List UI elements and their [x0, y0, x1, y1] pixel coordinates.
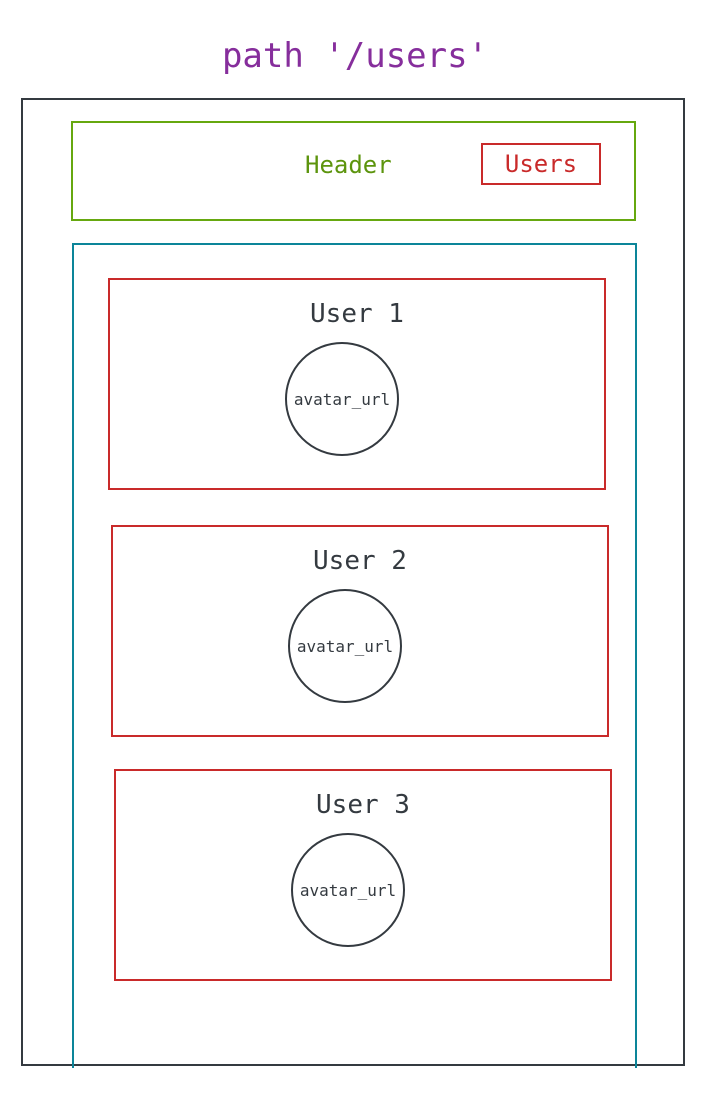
page-frame: [21, 98, 685, 1066]
avatar: avatar_url: [288, 589, 402, 703]
avatar: avatar_url: [291, 833, 405, 947]
header-box: [71, 121, 636, 221]
users-nav-link-label: Users: [504, 150, 578, 178]
avatar-label: avatar_url: [296, 636, 394, 656]
route-path-title: path '/users': [221, 36, 489, 76]
user-card[interactable]: User 2 avatar_url: [111, 525, 609, 737]
content-area: [72, 243, 637, 1068]
avatar-label: avatar_url: [293, 389, 391, 409]
header-label: Header: [305, 151, 392, 179]
user-name: User 2: [313, 546, 407, 576]
users-nav-link[interactable]: Users: [481, 143, 601, 185]
user-name: User 3: [316, 790, 410, 820]
user-card[interactable]: User 1 avatar_url: [108, 278, 606, 490]
avatar: avatar_url: [285, 342, 399, 456]
user-name: User 1: [310, 299, 404, 329]
avatar-label: avatar_url: [299, 880, 397, 900]
user-card[interactable]: User 3 avatar_url: [114, 769, 612, 981]
